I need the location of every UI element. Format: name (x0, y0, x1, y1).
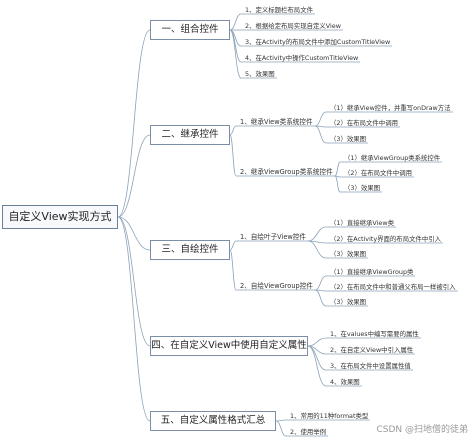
branch-item: 3、在布局文件中设置属性值 (330, 362, 411, 370)
connector-line (307, 345, 327, 387)
branch-item: 3、在Activity的布局文件中添加CustomTitleView (245, 38, 391, 46)
connector-line (229, 249, 237, 291)
branch-item: 4、在Activity中操作CustomTitleView (245, 54, 359, 62)
connector-line (314, 275, 327, 291)
category-node: 四、在自定义View中使用自定义属性 (150, 336, 308, 356)
connector-line (117, 216, 151, 422)
connector-line (117, 29, 151, 218)
sub-branch-item: 1、自绘叶子View控件 (240, 233, 306, 241)
branch-item: （2）在布局文件中调用 (344, 169, 412, 177)
branch-item: （1）继承View控件，并重写onDraw方法 (330, 104, 451, 112)
branch-item: 4、效果图 (330, 378, 360, 386)
branch-item: 2、使用举例 (290, 428, 327, 436)
sub-branch-item: 2、继承ViewGroup类系统控件 (240, 168, 333, 176)
sub-branch-item: 2、自绘ViewGroup控件 (240, 282, 313, 290)
connector-line (229, 125, 237, 136)
connector-line (229, 29, 242, 79)
connector-line (275, 419, 287, 422)
sub-branch-item: 1、继承View类系统控件 (240, 118, 313, 126)
branch-item: 2、根据给定布局实现自定义View (245, 22, 341, 30)
connector-line (314, 125, 327, 144)
connector-line (334, 161, 341, 177)
branch-item: 5、效果图 (245, 70, 275, 78)
connector-line (307, 226, 327, 242)
branch-item: （3）效果图 (330, 135, 367, 143)
branch-item: 2、在自定义View中引入属性 (330, 346, 414, 354)
connector-line (307, 337, 327, 347)
category-node: 二、继承控件 (150, 125, 230, 145)
category-node: 三、自绘控件 (150, 240, 230, 260)
connector-line (334, 175, 341, 193)
branch-item: （1）直接继承ViewGroup类 (330, 268, 414, 276)
branch-item: （2）在布局文件中调用 (330, 119, 398, 127)
branch-item: 1、定义标题栏布局文件 (245, 6, 313, 14)
branch-item: （2）在Activity界面的布局文件中引入 (330, 235, 442, 243)
watermark: CSDN @扫地僧的徒弟 (376, 425, 468, 435)
connector-line (314, 111, 327, 127)
connector-line (229, 134, 237, 177)
branch-item: （3）效果图 (330, 250, 367, 258)
branch-item: 1、在values中编写需要的属性 (330, 330, 419, 338)
connector-line (117, 216, 151, 347)
connector-line (307, 240, 327, 259)
branch-item: （3）效果图 (344, 184, 381, 192)
category-node: 五、自定义属性格式汇总 (150, 411, 276, 431)
connector-line (314, 289, 327, 307)
connector-line (229, 240, 237, 251)
connector-line (229, 13, 242, 31)
branch-item: （2）在布局文件中和普通父布局一样被引入 (330, 283, 456, 291)
branch-item: （3）效果图 (330, 298, 367, 306)
branch-item: （1）直接继承View类 (330, 219, 394, 227)
branch-item: （1）继承ViewGroup类系统控件 (344, 154, 441, 162)
branch-item: 1、常用的11种format类型 (290, 412, 369, 420)
connector-line (275, 420, 287, 437)
category-node: 一、组合控件 (150, 20, 230, 40)
connector-line (117, 216, 151, 251)
connector-line (117, 134, 151, 218)
root-node: 自定义View实现方式 (2, 205, 118, 229)
